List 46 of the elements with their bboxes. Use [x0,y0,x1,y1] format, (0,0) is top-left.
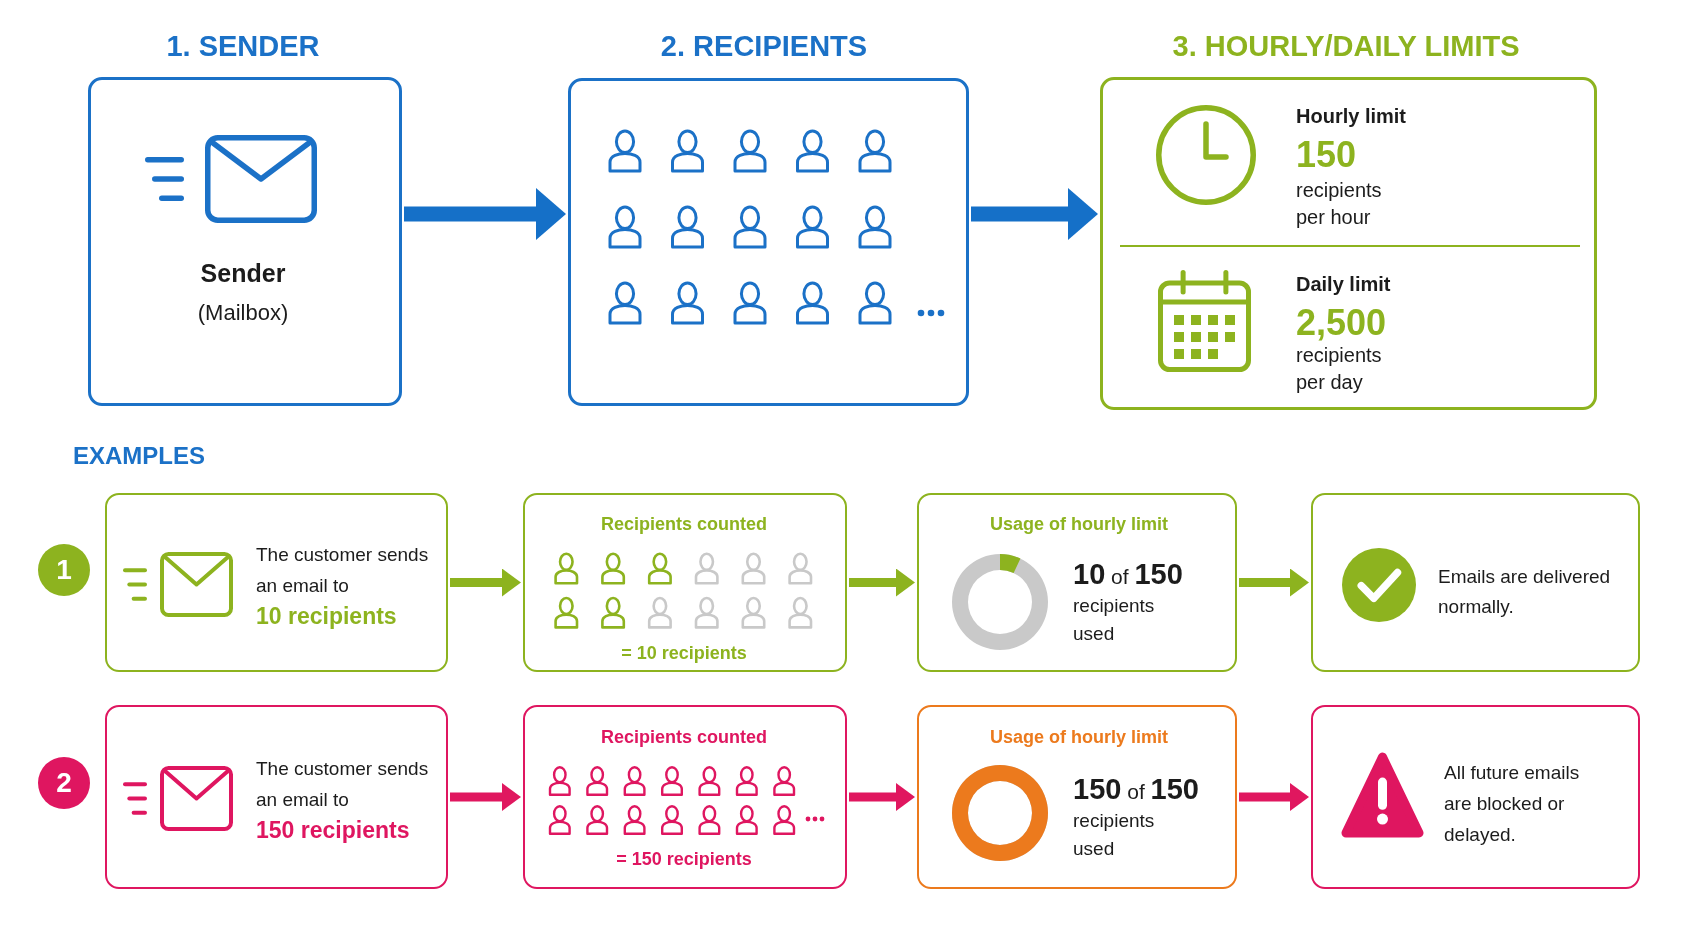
arrow [450,783,521,811]
step-card [523,493,847,672]
limit-value: 2,500 [1296,303,1388,343]
card-title: Recipients counted [601,513,767,535]
step-number: 1 [56,553,72,587]
arrow [849,568,915,597]
step-card [1311,705,1640,889]
step-number: 2 [56,766,72,800]
section-heading: EXAMPLES [73,441,206,471]
step-card [917,705,1237,889]
outcome-text: Emails are delivered normally. [1438,565,1612,619]
step-card [105,493,448,672]
step-card [523,705,847,889]
arrow [450,568,521,597]
step-card [917,493,1237,672]
description-text: The customer sends an email to 10 recipients [256,543,430,631]
limit-value: 150 [1296,135,1358,175]
usage-value: 10 of 150 [1073,557,1184,592]
count-total: = 150 recipients [616,848,752,870]
section-heading: 2. RECIPIENTS [660,29,868,63]
section-heading: 3. HOURLY/DAILY LIMITS [1172,29,1520,63]
limit-unit: recipients per hour [1296,178,1383,230]
arrow [971,188,1098,240]
limit-title: Hourly limit [1296,104,1407,129]
outcome-text: All future emails are blocked or delayed. [1444,761,1581,847]
section-heading: 1. SENDER [166,29,320,63]
usage-unit: recipients used [1073,594,1156,646]
card-title: Usage of hourly limit [990,513,1168,535]
arrow [849,783,915,811]
description-text: The customer sends an email to 150 recipients [256,757,430,845]
card-title: Sender [200,258,286,289]
card-title: Usage of hourly limit [990,726,1168,748]
step-card [1311,493,1640,672]
card-title: Recipients counted [601,726,767,748]
count-total: = 10 recipients [621,642,747,664]
arrow [1239,783,1309,811]
card-subtitle: (Mailbox) [197,299,289,327]
step-card [105,705,448,889]
step-badge [38,544,90,596]
limit-unit: recipients per day [1296,343,1383,395]
arrow [1239,568,1309,597]
step-badge [38,757,90,809]
usage-unit: recipients used [1073,809,1156,861]
arrow [404,188,566,240]
limit-title: Daily limit [1296,272,1392,297]
usage-value: 150 of 150 [1073,772,1200,807]
